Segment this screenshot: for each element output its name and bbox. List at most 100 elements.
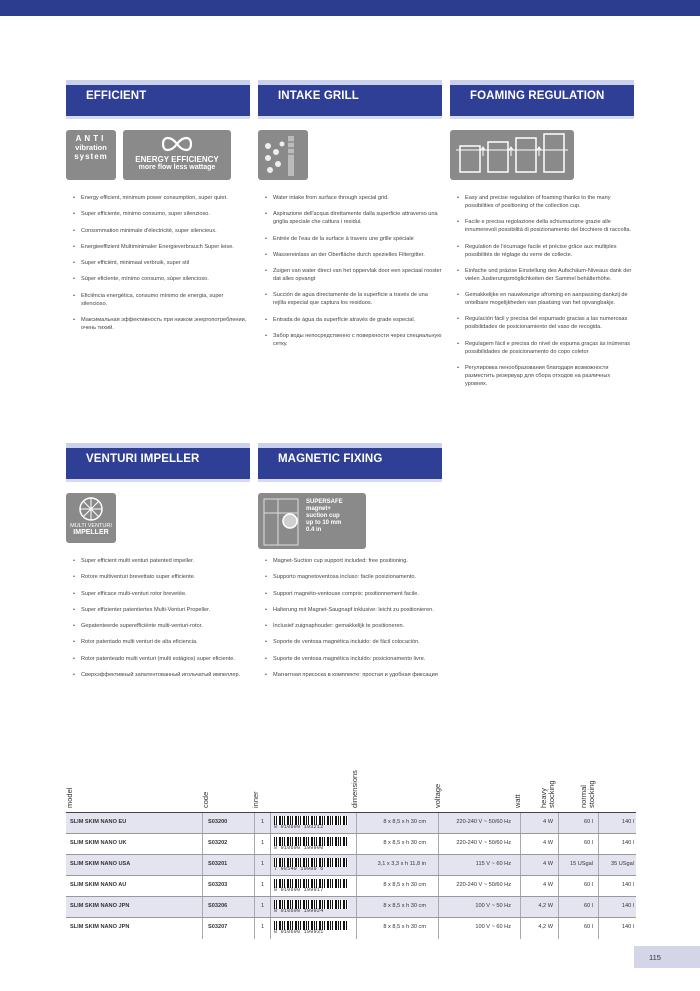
cell-heavy: 60 l [583,819,593,825]
column-divider [254,855,255,876]
cell-normal: 140 l [621,819,634,825]
column-divider [356,876,357,897]
cell-normal: 140 l [621,840,634,846]
cell-watt: 4,2 W [538,903,553,909]
section-venturi-impeller: VENTURI IMPELLER MULTI VENTURI IMPELLER … [66,443,250,687]
cell-watt: 4 W [543,882,553,888]
section-magnetic-fixing: MAGNETIC FIXING SUPERSAFE magnet+ suctio… [258,443,442,687]
magnetic-icons: SUPERSAFE magnet+ suction cup up to 10 m… [258,493,442,549]
barcode: 8 010690 199917 [274,879,348,893]
barcode-number: 8 010690 199917 [274,887,324,893]
column-divider [558,876,559,897]
cell-dimensions: 8 x 8,5 x h 30 cm [383,819,426,825]
column-divider [270,813,271,834]
column-divider [438,918,439,939]
column-divider [438,855,439,876]
column-divider [254,876,255,897]
multi-venturi-impeller-badge: MULTI VENTURI IMPELLER [66,493,116,543]
cell-heavy: 60 l [583,924,593,930]
column-divider [438,813,439,834]
feature-list: Water intake from surface through specia… [258,194,442,348]
section-title: VENTURI IMPELLER [66,443,250,482]
venturi-icons: MULTI VENTURI IMPELLER [66,493,250,547]
column-divider [598,834,599,855]
column-divider [438,897,439,918]
column-divider [520,897,521,918]
cell-model: SLIM SKIM NANO USA [70,861,131,867]
cell-model: SLIM SKIM NANO UK [70,840,127,846]
column-divider [270,855,271,876]
cell-voltage: 115 V ~ 60 Hz [475,861,511,867]
column-divider [520,855,521,876]
cell-code: S03202 [208,840,228,846]
column-divider [270,918,271,939]
spec-table: model code inner dimensions voltage watt… [65,760,636,939]
barcode-number: 7 98549 19989 6 [274,866,324,872]
feature-list: Easy and precise regulation of foaming t… [450,194,634,388]
barcode-number: 8 010690 199900 [274,845,324,851]
cell-model: SLIM SKIM NANO EU [70,819,127,825]
barcode-bars [274,900,348,909]
column-divider [254,897,255,918]
feature-list: Super efficient multi venturi patented i… [66,557,250,679]
cell-dimensions: 3,1 x 3,3 x h 11,8 in [377,861,426,867]
column-divider [254,918,255,939]
column-divider [598,897,599,918]
cell-code: S03206 [208,903,228,909]
intake-grill-icon [258,130,308,180]
cell-voltage: 220-240 V ~ 50/60 Hz [456,840,511,846]
column-divider [598,918,599,939]
cell-dimensions: 8 x 8,5 x h 30 cm [383,882,426,888]
cell-code: S03207 [208,924,228,930]
column-divider [202,834,203,855]
barcode-bars [274,921,348,930]
cell-heavy: 60 l [583,903,593,909]
column-divider [598,876,599,897]
cell-heavy: 15 USgal [569,861,593,867]
column-divider [356,897,357,918]
column-divider [558,813,559,834]
column-divider [558,834,559,855]
impeller-icon [79,497,103,521]
section-title: INTAKE GRILL [258,80,442,119]
column-divider [598,855,599,876]
cell-model: SLIM SKIM NANO JPN [70,903,130,909]
cell-watt: 4,2 W [538,924,553,930]
column-divider [520,834,521,855]
cell-inner: 1 [261,840,265,846]
efficient-icons: ANTI vibration system ENERGY EFFICIENCY … [66,130,250,184]
column-divider [356,855,357,876]
cell-normal: 140 l [621,903,634,909]
column-divider [254,813,255,834]
column-divider [202,876,203,897]
barcode-bars [274,879,348,888]
cell-heavy: 60 l [583,882,593,888]
cell-voltage: 220-240 V ~ 50/60 Hz [456,819,511,825]
column-divider [558,855,559,876]
cell-inner: 1 [261,861,265,867]
header-code: code [201,791,210,808]
column-divider [558,897,559,918]
anti-vibration-badge: ANTI vibration system [66,130,116,180]
cell-code: S03200 [208,819,228,825]
barcode: 8 010690 199900 [274,837,348,851]
cell-dimensions: 8 x 8,5 x h 30 cm [383,903,426,909]
section-title: FOAMING REGULATION [450,80,634,119]
barcode-number: 8 010690 199924 [274,908,324,914]
cell-normal: 140 l [621,924,634,930]
supersafe-text: SUPERSAFE magnet+ suction cup up to 10 m… [306,499,343,533]
header-watt: watt [513,794,522,808]
cell-model: SLIM SKIM NANO JPN [70,924,130,930]
column-divider [356,834,357,855]
column-divider [356,918,357,939]
cell-watt: 4 W [543,819,553,825]
header-dimensions: dimensions [350,770,359,808]
barcode-number: 8 010690 199931 [274,929,324,935]
column-divider [254,834,255,855]
cell-model: SLIM SKIM NANO AU [70,882,127,888]
energy-efficiency-badge: ENERGY EFFICIENCY more flow less wattage [123,130,231,180]
